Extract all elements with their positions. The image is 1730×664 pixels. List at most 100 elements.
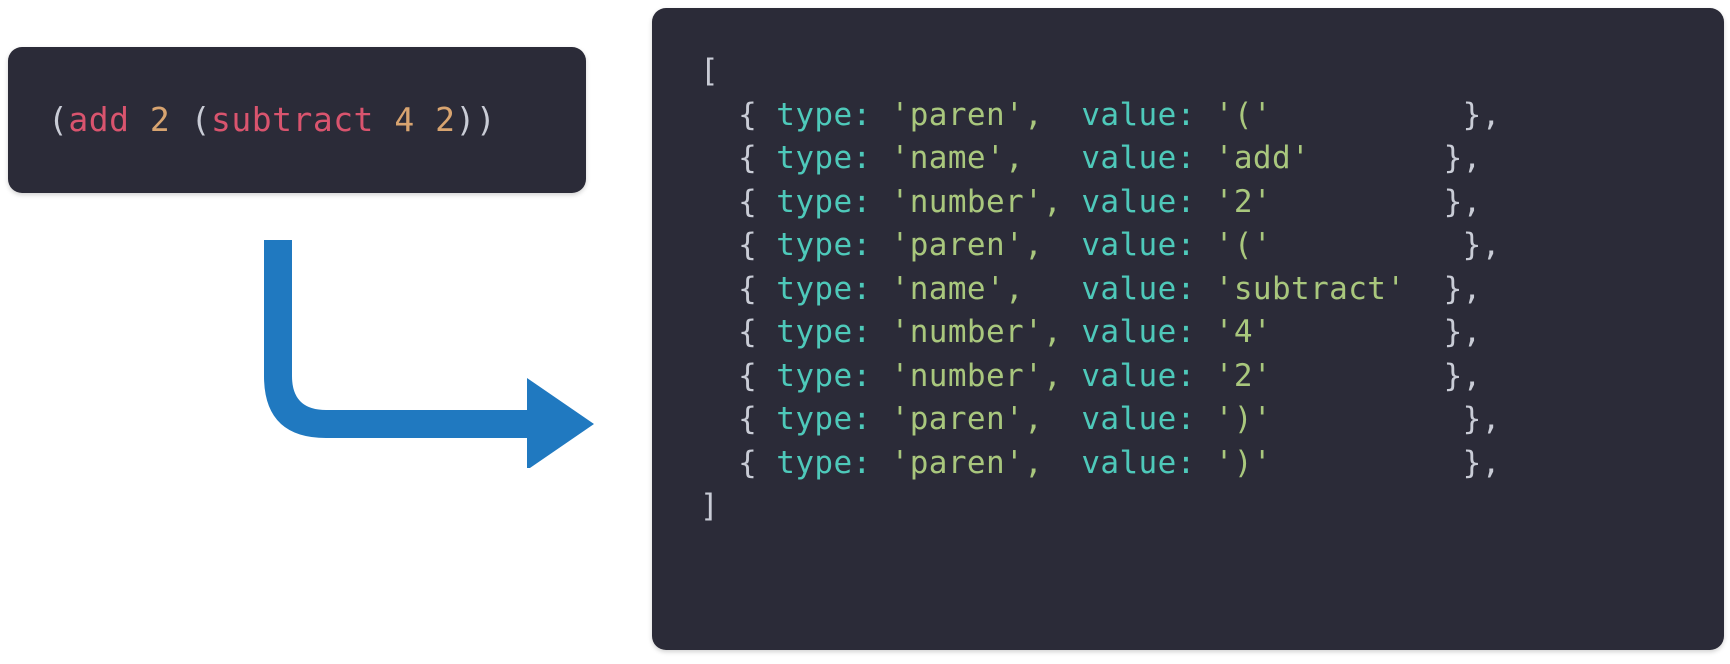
spacer bbox=[1272, 445, 1463, 481]
key-type: type: bbox=[776, 314, 872, 350]
object-close-brace: }, bbox=[1443, 314, 1482, 350]
key-value: value: bbox=[1081, 96, 1196, 133]
key-value: value: bbox=[1081, 444, 1196, 481]
key-type: type: bbox=[776, 183, 872, 220]
spacer bbox=[1196, 358, 1215, 394]
value-value: '4' bbox=[1214, 314, 1272, 350]
key-type: type: bbox=[776, 444, 872, 481]
token-array-code: [ { type: 'paren', value: '(' }, { type:… bbox=[700, 50, 1501, 529]
spacer bbox=[1272, 401, 1463, 437]
spacer bbox=[1272, 358, 1444, 394]
key-type: type: bbox=[776, 140, 872, 176]
code-line-token-8: { type: 'paren', value: ')' }, bbox=[700, 442, 1501, 486]
object-open-brace: { bbox=[700, 270, 777, 307]
code-line-open-bracket: [ bbox=[700, 50, 1501, 94]
key-type: type: bbox=[776, 401, 872, 437]
key-value: value: bbox=[1081, 270, 1196, 307]
value-type: 'name', bbox=[890, 140, 1025, 176]
value-value: ')' bbox=[1214, 401, 1272, 437]
value-type: 'number', bbox=[890, 357, 1063, 394]
object-open-brace: { bbox=[700, 96, 777, 133]
source-code-text: (add 2 (subtract 4 2)) bbox=[48, 98, 496, 142]
source-token-space bbox=[129, 100, 149, 139]
value-value: 'subtract' bbox=[1214, 270, 1406, 307]
spacer bbox=[872, 401, 891, 437]
spacer bbox=[1196, 140, 1215, 176]
spacer bbox=[1062, 314, 1081, 350]
transform-arrow bbox=[250, 240, 594, 468]
spacer bbox=[1272, 184, 1444, 220]
code-line-token-5: { type: 'number', value: '4' }, bbox=[700, 311, 1501, 355]
value-value: '2' bbox=[1214, 357, 1272, 394]
key-value: value: bbox=[1081, 401, 1196, 437]
key-type: type: bbox=[776, 96, 872, 133]
key-type: type: bbox=[776, 357, 872, 394]
code-line-token-2: { type: 'number', value: '2' }, bbox=[700, 181, 1501, 225]
value-value: '(' bbox=[1214, 227, 1272, 263]
source-token-paren: ) bbox=[475, 100, 497, 139]
object-open-brace: { bbox=[700, 401, 777, 437]
spacer bbox=[1196, 227, 1215, 263]
code-line-token-7: { type: 'paren', value: ')' }, bbox=[700, 398, 1501, 442]
spacer bbox=[1196, 314, 1215, 350]
spacer bbox=[1062, 358, 1081, 394]
code-line-token-1: { type: 'name', value: 'add' }, bbox=[700, 137, 1501, 181]
source-token-number: 2 bbox=[435, 100, 456, 139]
key-type: type: bbox=[776, 227, 872, 263]
key-value: value: bbox=[1081, 183, 1196, 220]
spacer bbox=[872, 358, 891, 394]
value-type: 'paren', bbox=[890, 96, 1044, 133]
object-open-brace: { bbox=[700, 444, 777, 481]
spacer bbox=[1196, 97, 1215, 133]
value-value: '2' bbox=[1214, 183, 1272, 220]
value-type: 'name', bbox=[890, 270, 1025, 307]
spacer bbox=[1043, 401, 1081, 437]
object-open-brace: { bbox=[700, 314, 777, 350]
object-close-brace: }, bbox=[1462, 96, 1501, 133]
source-token-space bbox=[170, 100, 190, 139]
object-close-brace: }, bbox=[1462, 444, 1501, 481]
spacer bbox=[1024, 271, 1081, 307]
token-array-panel: [ { type: 'paren', value: '(' }, { type:… bbox=[652, 8, 1724, 650]
key-type: type: bbox=[776, 270, 872, 307]
spacer bbox=[1272, 227, 1463, 263]
code-line-close-bracket: ] bbox=[700, 485, 1501, 529]
value-type: 'number', bbox=[890, 314, 1063, 350]
spacer bbox=[872, 445, 891, 481]
spacer bbox=[872, 271, 891, 307]
code-line-token-0: { type: 'paren', value: '(' }, bbox=[700, 94, 1501, 138]
spacer bbox=[872, 184, 891, 220]
code-line-token-6: { type: 'number', value: '2' }, bbox=[700, 355, 1501, 399]
value-type: 'number', bbox=[890, 183, 1063, 220]
spacer bbox=[1196, 401, 1215, 437]
spacer bbox=[872, 140, 891, 176]
source-code-panel: (add 2 (subtract 4 2)) bbox=[8, 47, 586, 193]
spacer bbox=[1024, 140, 1081, 176]
spacer bbox=[1043, 97, 1081, 133]
object-close-brace: }, bbox=[1443, 270, 1482, 307]
source-token-space bbox=[415, 100, 435, 139]
value-type: 'paren', bbox=[890, 401, 1044, 437]
object-close-brace: }, bbox=[1462, 401, 1501, 437]
key-value: value: bbox=[1081, 314, 1196, 350]
code-line-token-4: { type: 'name', value: 'subtract' }, bbox=[700, 268, 1501, 312]
source-token-number: 2 bbox=[149, 100, 171, 139]
spacer bbox=[1405, 271, 1443, 307]
object-close-brace: }, bbox=[1462, 227, 1501, 263]
source-token-paren: ( bbox=[48, 100, 69, 139]
object-close-brace: }, bbox=[1443, 183, 1482, 220]
key-value: value: bbox=[1081, 357, 1196, 394]
value-value: ')' bbox=[1214, 444, 1272, 481]
object-open-brace: { bbox=[700, 183, 777, 220]
object-open-brace: { bbox=[700, 140, 777, 176]
spacer bbox=[1062, 184, 1081, 220]
spacer bbox=[1272, 97, 1463, 133]
source-token-space bbox=[374, 100, 394, 139]
spacer bbox=[1310, 140, 1443, 176]
value-type: 'paren', bbox=[890, 227, 1044, 263]
value-value: '(' bbox=[1214, 96, 1272, 133]
code-line-token-3: { type: 'paren', value: '(' }, bbox=[700, 224, 1501, 268]
key-value: value: bbox=[1081, 227, 1196, 263]
spacer bbox=[872, 227, 891, 263]
